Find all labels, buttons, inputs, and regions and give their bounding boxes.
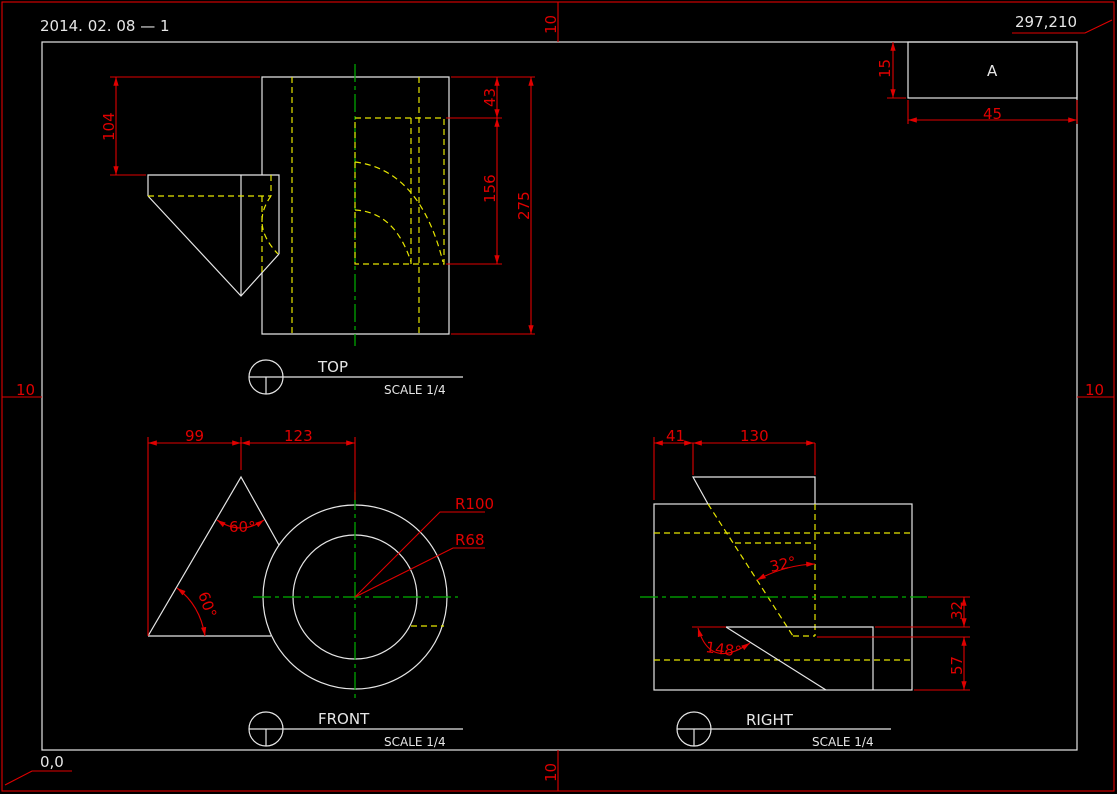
top-view-label-symbol bbox=[248, 359, 463, 395]
right-dim-57: 57 bbox=[948, 656, 966, 675]
right-dim-41: 41 bbox=[666, 427, 685, 445]
front-angle-top: 60° bbox=[229, 518, 256, 536]
right-view[interactable] bbox=[640, 437, 970, 691]
top-view[interactable] bbox=[110, 64, 535, 346]
title-block-width-dim: 45 bbox=[983, 105, 1002, 123]
title-block-height-dim: 15 bbox=[876, 59, 894, 78]
margin-right-label: 10 bbox=[1085, 381, 1104, 399]
front-view[interactable] bbox=[147, 437, 485, 702]
right-view-title: RIGHT bbox=[746, 711, 794, 729]
front-dim-99: 99 bbox=[185, 427, 204, 445]
front-dim-123: 123 bbox=[284, 427, 313, 445]
right-angle-32: 32° bbox=[768, 553, 798, 576]
date-label: 2014. 02. 08 — 1 bbox=[40, 17, 170, 35]
front-view-title: FRONT bbox=[318, 710, 370, 728]
margin-left-label: 10 bbox=[16, 381, 35, 399]
front-view-label-symbol bbox=[248, 711, 463, 747]
top-view-scale: SCALE 1/4 bbox=[384, 383, 446, 397]
margin-top-label: 10 bbox=[542, 15, 560, 34]
front-radius-r68: R68 bbox=[455, 531, 485, 549]
right-angle-148: 148° bbox=[704, 638, 742, 661]
top-dim-156: 156 bbox=[481, 174, 499, 203]
front-radius-r100: R100 bbox=[455, 495, 494, 513]
front-view-scale: SCALE 1/4 bbox=[384, 735, 446, 749]
top-view-title: TOP bbox=[317, 358, 348, 376]
title-block-letter: A bbox=[987, 62, 998, 80]
sheet-size-label: 297,210 bbox=[1015, 13, 1077, 31]
right-dim-32: 32 bbox=[948, 601, 966, 620]
margin-bottom-label: 10 bbox=[542, 763, 560, 782]
top-dim-104: 104 bbox=[100, 112, 118, 141]
origin-underline bbox=[4, 770, 72, 786]
top-dim-43: 43 bbox=[481, 88, 499, 107]
front-angle-bottom: 60° bbox=[194, 589, 220, 620]
right-view-label-symbol bbox=[676, 711, 891, 747]
sheet-size-underline bbox=[1012, 19, 1113, 34]
right-dim-130: 130 bbox=[740, 427, 769, 445]
origin-label: 0,0 bbox=[40, 753, 64, 771]
top-dim-275: 275 bbox=[515, 191, 533, 220]
title-block bbox=[887, 41, 1078, 124]
right-view-scale: SCALE 1/4 bbox=[812, 735, 874, 749]
